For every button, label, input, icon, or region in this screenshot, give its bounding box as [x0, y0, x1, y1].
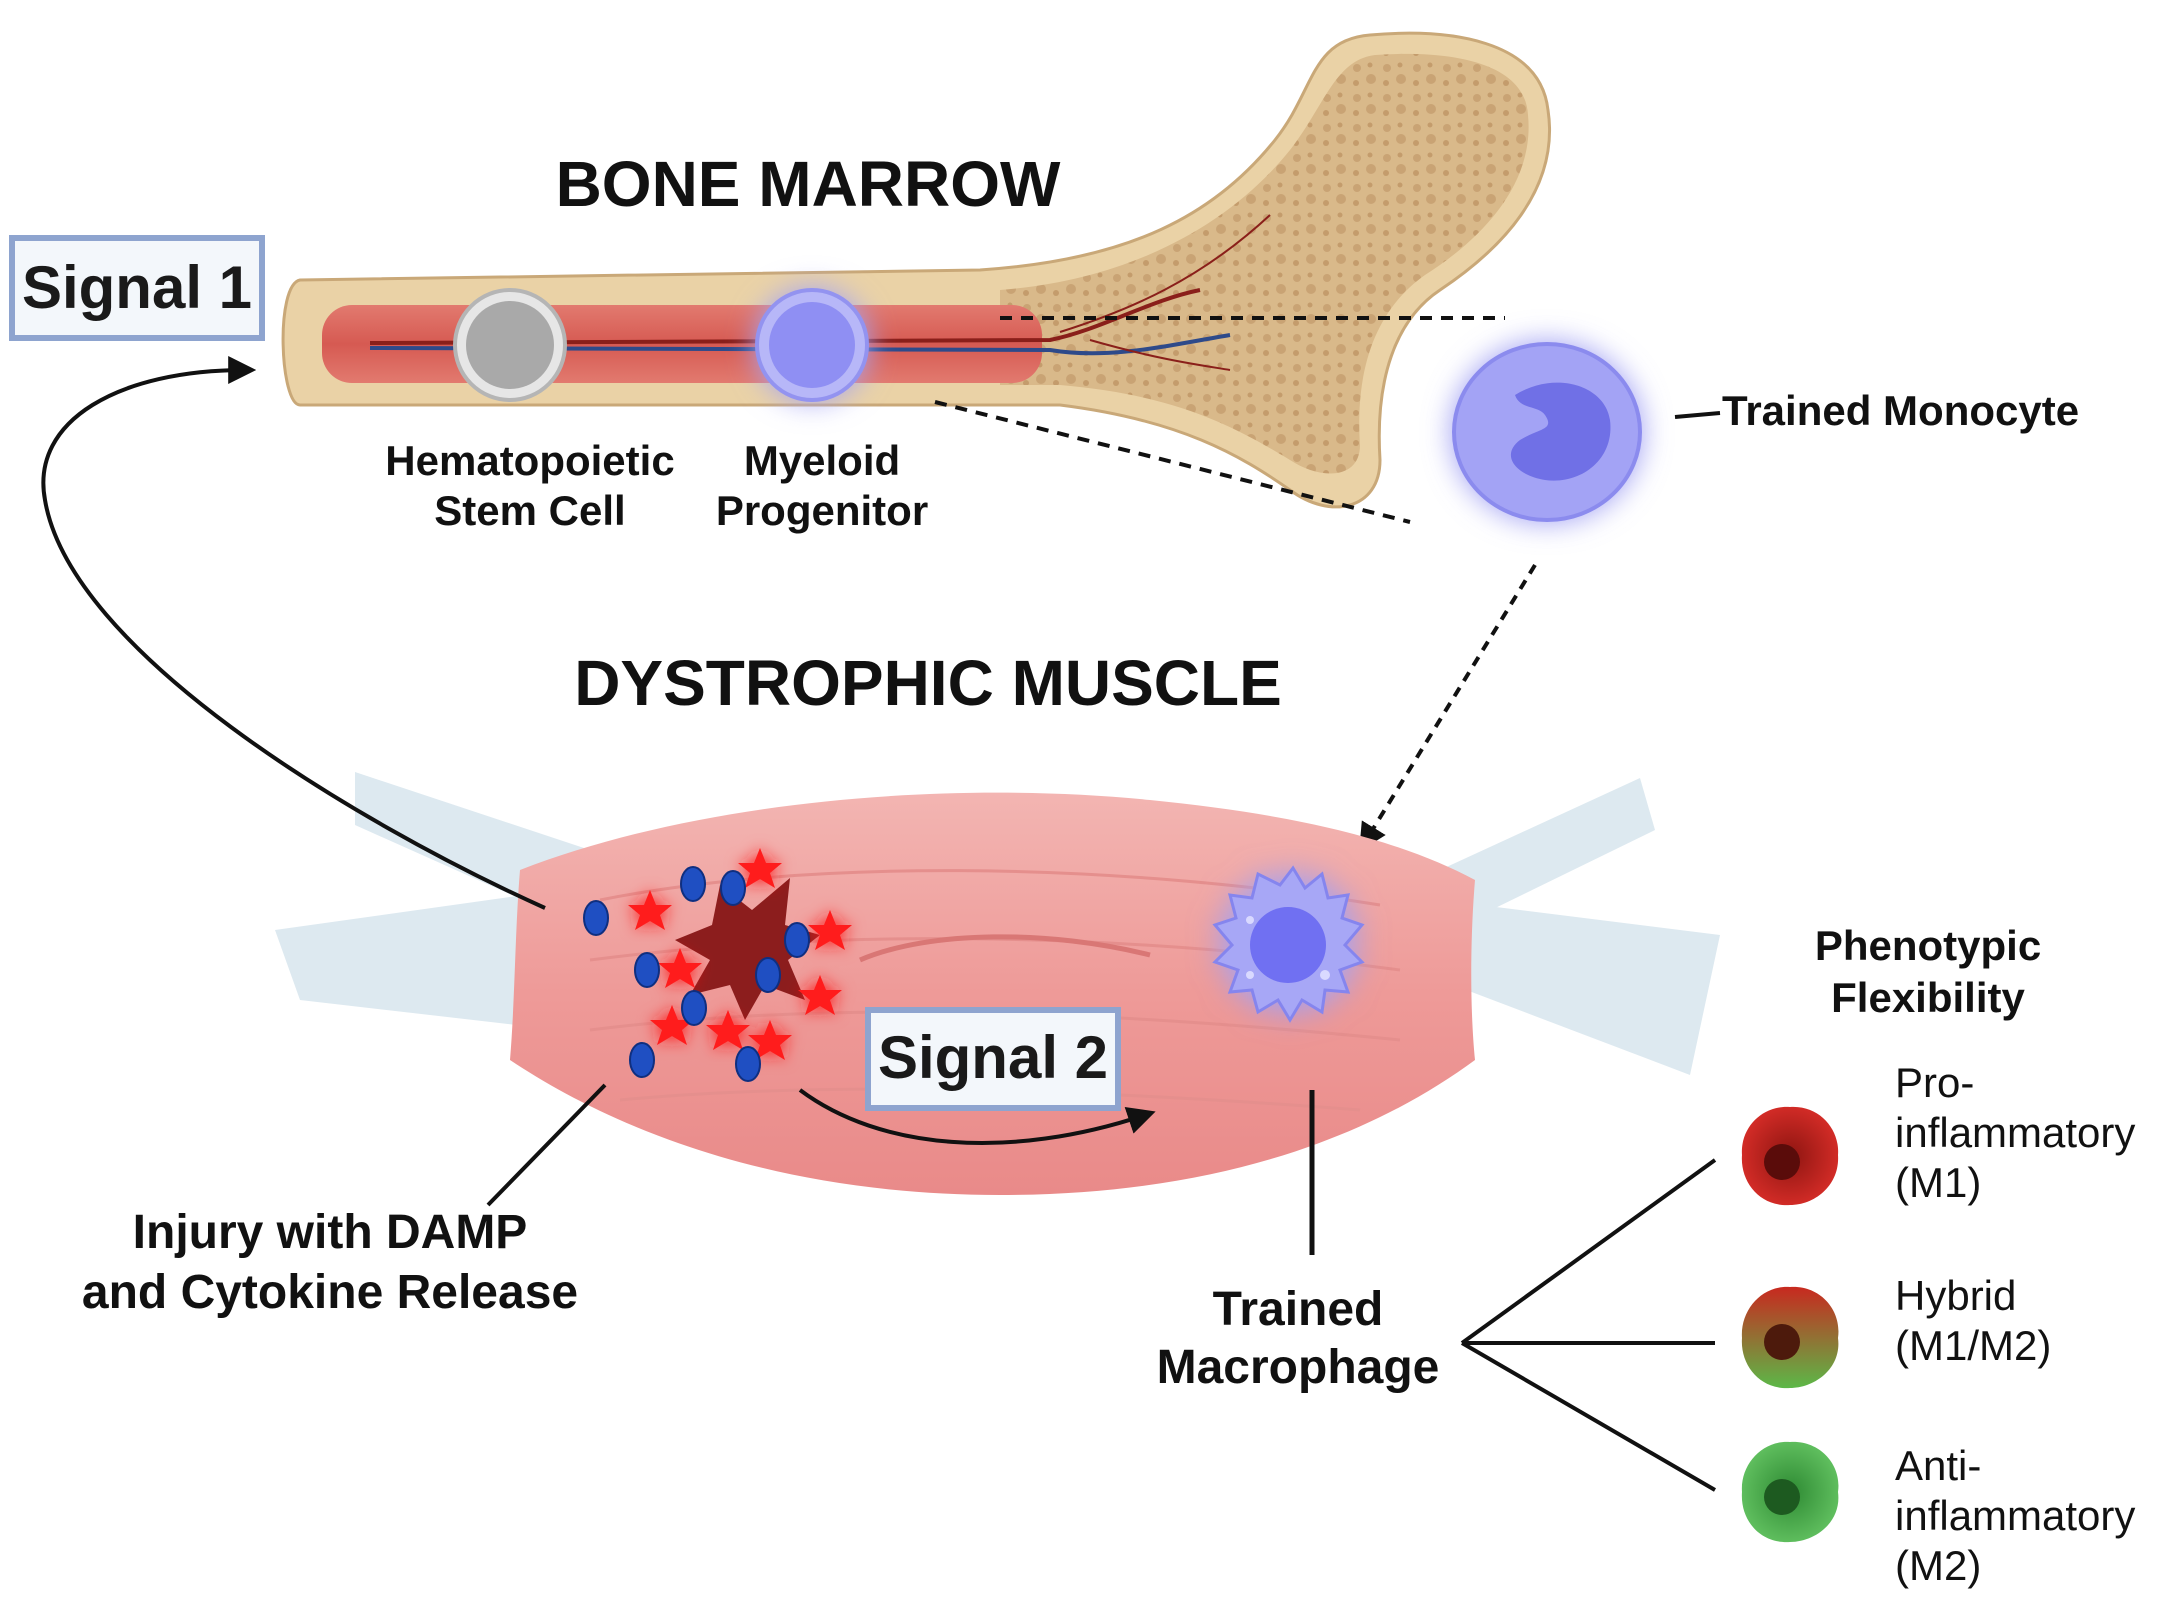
m2-macrophage-cell [1741, 1441, 1839, 1543]
phenotypic-heading-line1: Phenotypic [1815, 922, 2041, 969]
projection-line-lower [934, 400, 1411, 524]
signal2-arrow [798, 1088, 1156, 1145]
hybrid-label-line1: Hybrid [1895, 1272, 2016, 1319]
trained-macrophage-cell [1212, 865, 1365, 1023]
macrophage-label-line1: Trained [1213, 1283, 1384, 1336]
m2-label-line3: (M2) [1895, 1542, 1981, 1589]
m1-macrophage-cell [1741, 1106, 1839, 1206]
dystrophic-muscle-title: DYSTROPHIC MUSCLE [574, 647, 1282, 719]
bone-marrow-title: BONE MARROW [556, 148, 1061, 220]
m2-label-line2: inflammatory [1895, 1492, 2135, 1539]
m2-label-line1: Anti- [1895, 1442, 1981, 1489]
hybrid-macrophage-cell [1741, 1286, 1839, 1389]
hsc-label-line1: Hematopoietic [385, 437, 674, 484]
damp-particles [583, 866, 810, 1082]
cytokine-stars [628, 848, 852, 1060]
myeloid-label-line2: Progenitor [716, 487, 928, 534]
monocyte-leader [1674, 411, 1721, 419]
dystrophic-muscle [510, 792, 1475, 1195]
trained-monocyte-label: Trained Monocyte [1722, 387, 2079, 434]
myeloid-progenitor-cell [755, 288, 869, 402]
migration-arrow [1359, 563, 1537, 852]
signal2-label: Signal 2 [878, 1024, 1108, 1091]
myeloid-label-line1: Myeloid [744, 437, 900, 484]
injury-label-line2: and Cytokine Release [82, 1266, 578, 1319]
injury-label-line1: Injury with DAMP [133, 1206, 528, 1259]
injury-leader [486, 1083, 607, 1207]
artery-line [369, 288, 1201, 345]
phenotypic-heading-line2: Flexibility [1831, 974, 2025, 1021]
hybrid-label-line2: (M1/M2) [1895, 1322, 2051, 1369]
trained-monocyte-cell [1452, 342, 1642, 522]
signal1-box: Signal 1 [9, 235, 265, 341]
signal1-label: Signal 1 [22, 254, 252, 321]
m1-label-line2: inflammatory [1895, 1109, 2135, 1156]
branch-m1 [1460, 1158, 1717, 1345]
m1-label-line1: Pro- [1895, 1059, 1974, 1106]
injury-site [675, 878, 820, 1020]
m1-label-line3: (M1) [1895, 1159, 1981, 1206]
branch-m2 [1460, 1341, 1717, 1492]
femur-bone [281, 31, 1551, 509]
hematopoietic-stem-cell [453, 288, 567, 402]
signal1-arrow [41, 356, 546, 910]
signal2-box: Signal 2 [865, 1007, 1121, 1111]
macrophage-label-line2: Macrophage [1157, 1341, 1440, 1394]
hsc-label-line2: Stem Cell [434, 487, 625, 534]
